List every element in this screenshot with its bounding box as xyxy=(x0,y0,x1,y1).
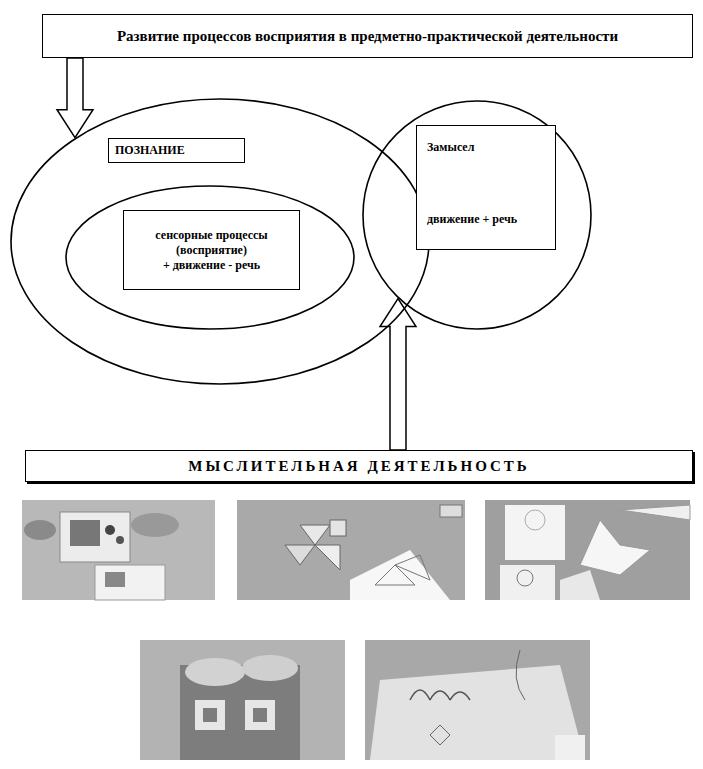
process-box: Развитие процессов восприятия в предметн… xyxy=(42,14,693,58)
text-frame: ПОЗНАНИЕ xyxy=(108,138,245,163)
node-text: МЫСЛИТЕЛЬНАЯ ДЕЯТЕЛЬНОСТЬ xyxy=(188,458,530,475)
node-text: ПОЗНАНИЕ xyxy=(115,143,185,158)
ellipse-region: Замысел движение + речь xyxy=(362,100,592,330)
photo-mosaic xyxy=(22,500,215,600)
process-box: МЫСЛИТЕЛЬНАЯ ДЕЯТЕЛЬНОСТЬ xyxy=(25,450,693,482)
node-text: сенсорные процессы (восприятие) xyxy=(132,228,291,258)
photo-paper-cutting xyxy=(140,640,345,760)
photo-tangram xyxy=(237,500,465,600)
ellipse-region: ПОЗНАНИЕ сенсорные процессы (восприятие)+… xyxy=(10,98,430,385)
hollow-arrow xyxy=(57,58,93,138)
photo-origami xyxy=(485,500,690,600)
hollow-arrow xyxy=(380,299,416,450)
ellipse-region: сенсорные процессы (восприятие)+ движени… xyxy=(65,185,355,330)
photo-stitching xyxy=(365,640,590,760)
node-text: + движение - речь xyxy=(163,258,260,273)
node-text: Развитие процессов восприятия в предметн… xyxy=(117,28,618,45)
text-frame: сенсорные процессы (восприятие)+ движени… xyxy=(123,210,300,290)
text-frame: Замысел движение + речь xyxy=(416,125,556,250)
node-text: движение + речь xyxy=(427,212,517,227)
node-text: Замысел xyxy=(427,140,474,155)
